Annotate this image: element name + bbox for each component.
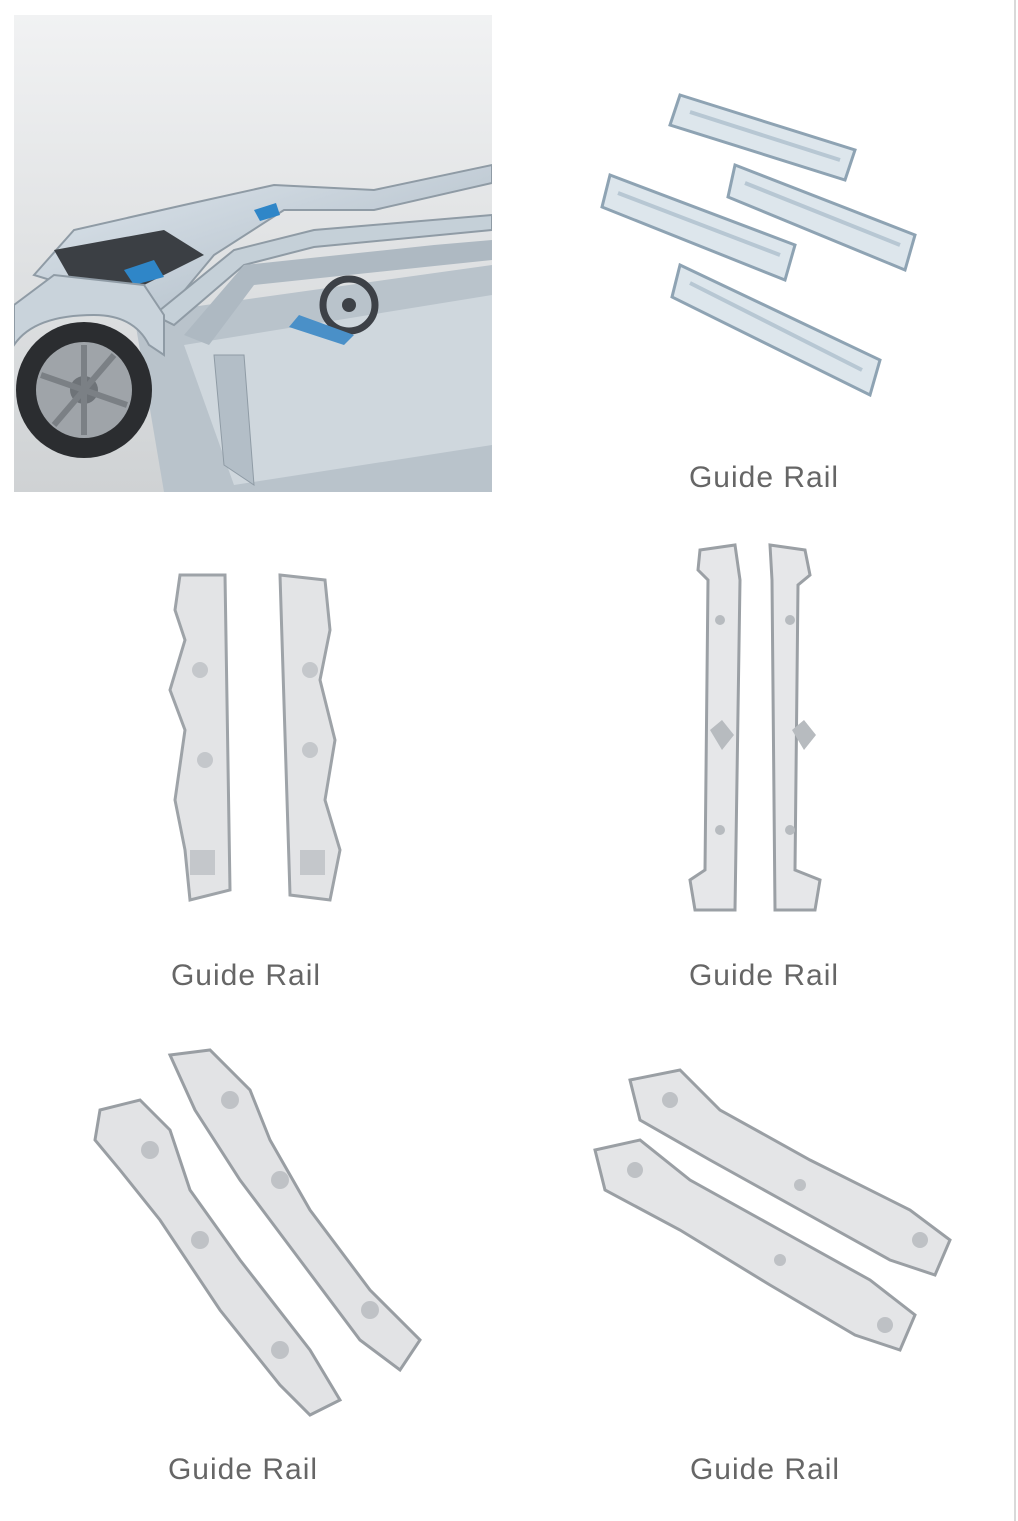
guide-rail-caption-1: Guide Rail	[688, 461, 840, 494]
guide-rail-caption-4: Guide Rail	[167, 1453, 319, 1486]
car-body-image	[14, 15, 492, 492]
guide-rail-caption-2: Guide Rail	[170, 959, 322, 992]
guide-rail-image-1	[590, 85, 930, 405]
guide-rail-image-5	[580, 1060, 970, 1380]
page-edge-divider	[1014, 0, 1016, 1521]
guide-rail-image-2	[160, 570, 360, 910]
guide-rail-image-3	[680, 540, 850, 920]
guide-rail-caption-5: Guide Rail	[689, 1453, 841, 1486]
guide-rail-caption-3: Guide Rail	[688, 959, 840, 992]
guide-rail-image-4	[80, 1040, 440, 1420]
